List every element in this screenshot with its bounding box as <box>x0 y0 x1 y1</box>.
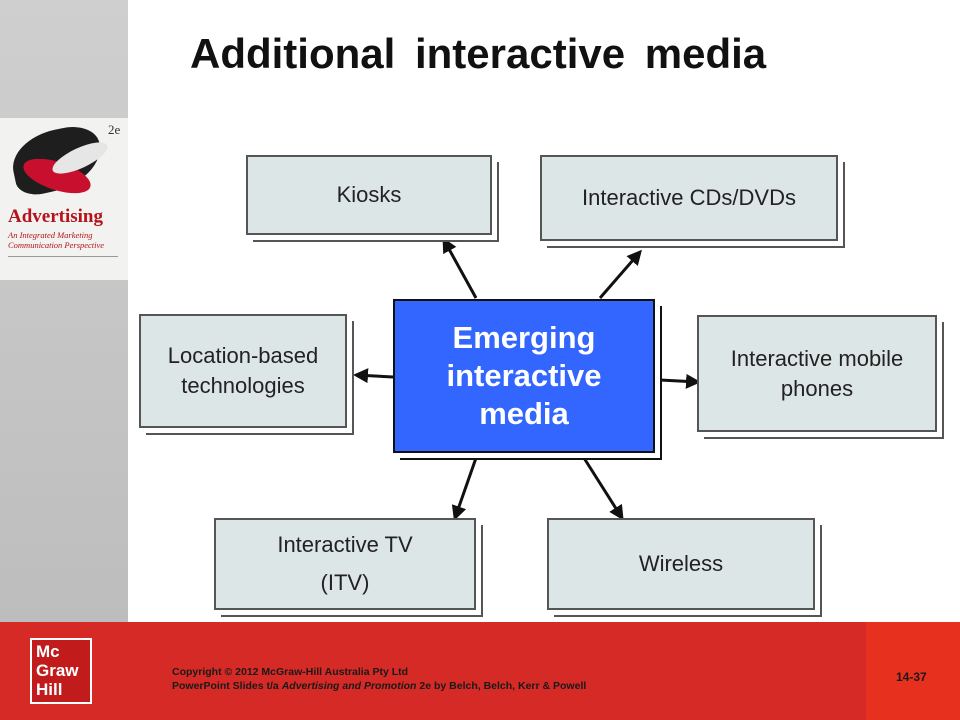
node-mobile-label-line2: phones <box>780 375 854 401</box>
book-cover-image: 2e Advertising An Integrated Marketing C… <box>0 118 128 280</box>
arrow-to-cds <box>598 249 642 299</box>
cover-divider <box>8 256 118 257</box>
center-node-emerging-interactive-media: Emerging interactive media <box>393 299 655 453</box>
logo-line: Hill <box>36 680 63 699</box>
footer-bar <box>0 622 960 720</box>
logo-line: Mc <box>36 642 60 661</box>
arrow-to-mobile <box>659 373 701 389</box>
cover-subtitle: An Integrated Marketing Communication Pe… <box>8 230 105 250</box>
node-wireless-label: Wireless <box>638 551 724 576</box>
node-interactive-cds-dvds: Interactive CDs/DVDs <box>540 155 838 241</box>
copyright-line-2-suffix: 2e by Belch, Belch, Kerr & Powell <box>416 680 587 692</box>
node-interactive-tv: Interactive TV (ITV) <box>214 518 476 610</box>
node-itv-label-line1: Interactive TV <box>277 532 413 557</box>
node-itv-label-line2: (ITV) <box>320 570 370 595</box>
arrow-to-wireless <box>582 457 624 521</box>
arrow-to-itv <box>451 457 478 521</box>
cover-title: Advertising <box>8 206 103 227</box>
arrow-to-location <box>353 368 394 384</box>
mcgraw-hill-logo: Mc Graw Hill <box>30 638 92 704</box>
node-location-label-line2: technologies <box>181 373 305 398</box>
node-kiosks: Kiosks <box>246 155 492 235</box>
slide-title: Additional interactive media <box>190 30 767 77</box>
node-cds-label: Interactive CDs/DVDs <box>582 185 796 210</box>
copyright-line-2: PowerPoint Slides t/a Advertising and Pr… <box>172 679 586 693</box>
arrow-to-kiosks <box>442 237 478 299</box>
slide-page-number: 14-37 <box>896 670 927 684</box>
node-location-based-technologies: Location-based technologies <box>139 314 347 428</box>
copyright-notice: Copyright © 2012 McGraw-Hill Australia P… <box>172 665 586 693</box>
node-kiosks-label: Kiosks <box>336 182 402 207</box>
logo-line: Graw <box>36 661 79 680</box>
node-location-label-line1: Location-based <box>167 343 319 368</box>
footer-page-panel <box>866 622 960 720</box>
node-interactive-mobile-phones: Interactive mobile phones <box>697 315 937 432</box>
copyright-line-1: Copyright © 2012 McGraw-Hill Australia P… <box>172 666 409 678</box>
node-mobile-label-line1: Interactive mobile <box>730 345 904 371</box>
cover-edition: 2e <box>108 122 121 137</box>
center-node-label: Emerging interactive media <box>446 320 602 431</box>
left-sidebar <box>0 0 128 622</box>
node-wireless: Wireless <box>547 518 815 610</box>
copyright-line-2-prefix: PowerPoint Slides t/a <box>172 680 282 692</box>
copyright-line-2-book: Advertising and Promotion <box>281 680 417 692</box>
